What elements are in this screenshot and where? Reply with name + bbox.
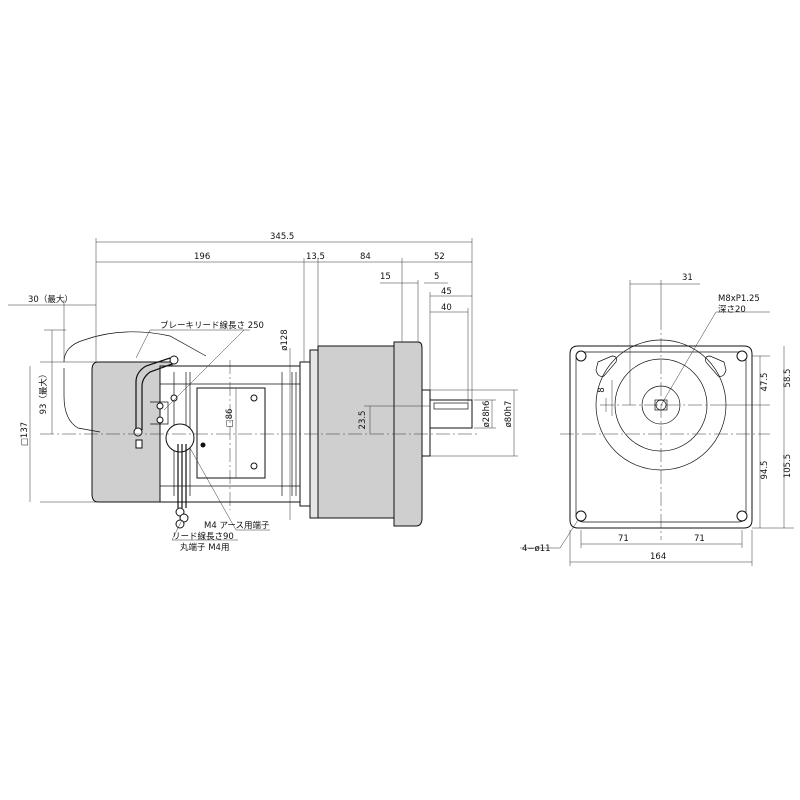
dim-key-length: 40	[441, 303, 452, 313]
brake-envelope	[63, 331, 207, 363]
dim-shaft-length: 52	[434, 252, 445, 262]
dim-shaft-dia: ø28h6	[482, 401, 492, 428]
dim-shaft-45: 45	[441, 287, 452, 297]
front-view	[560, 316, 770, 540]
gear-head	[317, 345, 395, 519]
brake-lead-cable-2	[141, 363, 173, 430]
dim-motor-length: 196	[194, 252, 210, 262]
dim-brake-overhang: 30（最大）	[28, 294, 73, 305]
dim-front-key-offset: 31	[682, 273, 693, 283]
dim-brake-height: 93（最大）	[38, 370, 49, 415]
output-boss	[421, 389, 431, 457]
dim-flange-width: 164	[650, 552, 666, 562]
dim-bolt-pitch-left: 71	[618, 534, 629, 544]
side-dimensions	[8, 238, 518, 541]
mounting-hole-tl	[575, 350, 587, 362]
front-dimensions	[520, 280, 794, 566]
dim-front-h1: 47.5	[760, 373, 770, 392]
brake-bracket	[150, 401, 169, 425]
dim-front-h3: 94.5	[760, 461, 770, 480]
dim-tap-depth: 深さ20	[718, 305, 746, 315]
slot-left	[595, 355, 617, 377]
dim-mounting-holes: 4−ø11	[522, 544, 551, 554]
dim-shaft-step: 5	[434, 272, 439, 282]
shaft-key	[433, 402, 469, 410]
earth-terminal	[165, 423, 195, 453]
dim-flange-thickness: 15	[380, 272, 391, 282]
dim-motor-square: □137	[20, 422, 30, 446]
dim-overall-length: 345.5	[270, 232, 294, 242]
mounting-hole-br	[736, 510, 748, 522]
note-ring-terminal: 丸端子 M4用	[180, 542, 229, 553]
dim-bolt-pitch-right: 71	[694, 534, 705, 544]
gear-flange	[393, 341, 423, 527]
note-brake-lead: ブレーキリード線長さ 250	[160, 320, 264, 331]
dim-pilot-dia: ø80h7	[504, 401, 514, 428]
side-view	[40, 331, 480, 529]
brake-lead-cable	[135, 357, 171, 430]
brake-cover	[91, 361, 173, 503]
note-earth-terminal: M4 アース用端子	[204, 520, 270, 531]
dim-front-h2: 58.5	[783, 369, 793, 388]
dim-terminal-box: □86	[225, 409, 235, 428]
dim-keyway-width: 8	[597, 387, 607, 392]
slot-right	[705, 355, 727, 377]
dim-gear-length: 84	[360, 252, 371, 262]
mounting-hole-bl	[575, 510, 587, 522]
output-shaft	[429, 399, 473, 429]
dim-shaft-offset: 23.5	[358, 411, 368, 430]
dim-motor-dia: ø128	[280, 329, 290, 350]
dim-tap-spec: M8xP1.25	[718, 294, 760, 304]
mounting-hole-tr	[736, 350, 748, 362]
note-lead-length: リード線長さ90	[172, 531, 234, 542]
lead-wires	[177, 444, 187, 508]
dim-front-h4: 105.5	[783, 454, 793, 478]
dim-flange-gap: 13.5	[306, 252, 325, 262]
